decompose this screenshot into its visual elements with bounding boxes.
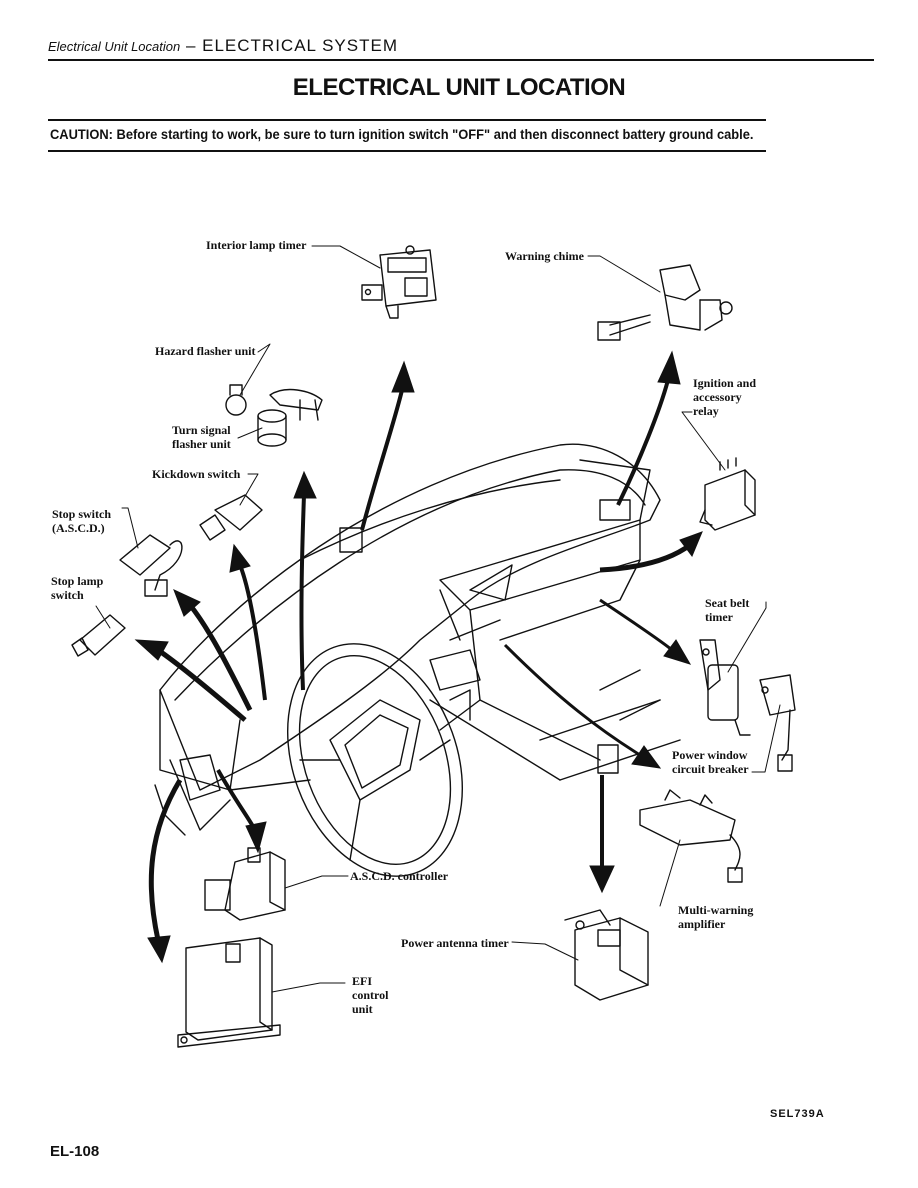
label-efi-control-unit: EFI control unit [352,974,389,1016]
header-dash: – [180,36,203,55]
efi-control-unit-part [177,937,281,1048]
label-power-antenna-timer: Power antenna timer [401,936,509,950]
caution-bottom-rule [48,150,766,152]
label-seat-belt-timer: Seat belt timer [705,596,750,624]
running-header: Electrical Unit Location – ELECTRICAL SY… [48,36,874,60]
interior-lamp-timer-part [361,245,437,319]
page-number: EL-108 [50,1143,100,1160]
label-ascd-controller: A.S.C.D. controller [350,869,449,883]
power-window-breaker-part [759,674,796,772]
stop-lamp-switch-part [71,614,126,657]
header-rule [48,59,874,61]
caution-top-rule [48,119,766,121]
label-ignition-relay: Ignition and accessory relay [693,376,757,418]
label-multi-warning-amplifier: Multi-warning amplifier [678,903,754,931]
page-title: ELECTRICAL UNIT LOCATION [292,74,626,101]
figure-code: SEL739A [770,1108,825,1120]
floor-connector [597,744,619,774]
ignition-relay-part [699,457,756,531]
stop-switch-ascd-part [119,534,183,597]
label-interior-lamp-timer: Interior lamp timer [206,238,307,252]
seat-belt-timer-part [699,639,751,736]
label-stop-switch-ascd: Stop switch (A.S.C.D.) [52,507,112,535]
caution-text: CAUTION: Before starting to work, be sur… [50,126,754,142]
label-hazard-flasher-unit: Hazard flasher unit [155,344,256,358]
dash-connector [339,527,363,553]
leader-lines [95,245,781,993]
multi-warning-amplifier-part [639,789,743,883]
turn-signal-flasher-part [257,409,287,447]
header-section: Electrical Unit Location [48,39,181,54]
label-kickdown-switch: Kickdown switch [152,467,241,481]
steering-wheel [286,643,464,877]
callout-arrows [134,350,703,964]
ascd-bracket [179,754,221,801]
label-stop-lamp-switch: Stop lamp switch [51,574,104,602]
ascd-controller-part [204,847,286,921]
kickdown-switch-part [199,494,263,541]
label-turn-signal-flasher: Turn signal flasher unit [172,423,231,451]
label-power-window-breaker: Power window circuit breaker [672,748,749,776]
label-warning-chime: Warning chime [505,249,585,263]
warning-chime-part [597,264,733,341]
header-system: ELECTRICAL SYSTEM [202,36,398,55]
dashboard-outline [154,443,681,836]
hazard-flasher-part [225,384,323,421]
power-antenna-timer-part [564,909,649,1001]
